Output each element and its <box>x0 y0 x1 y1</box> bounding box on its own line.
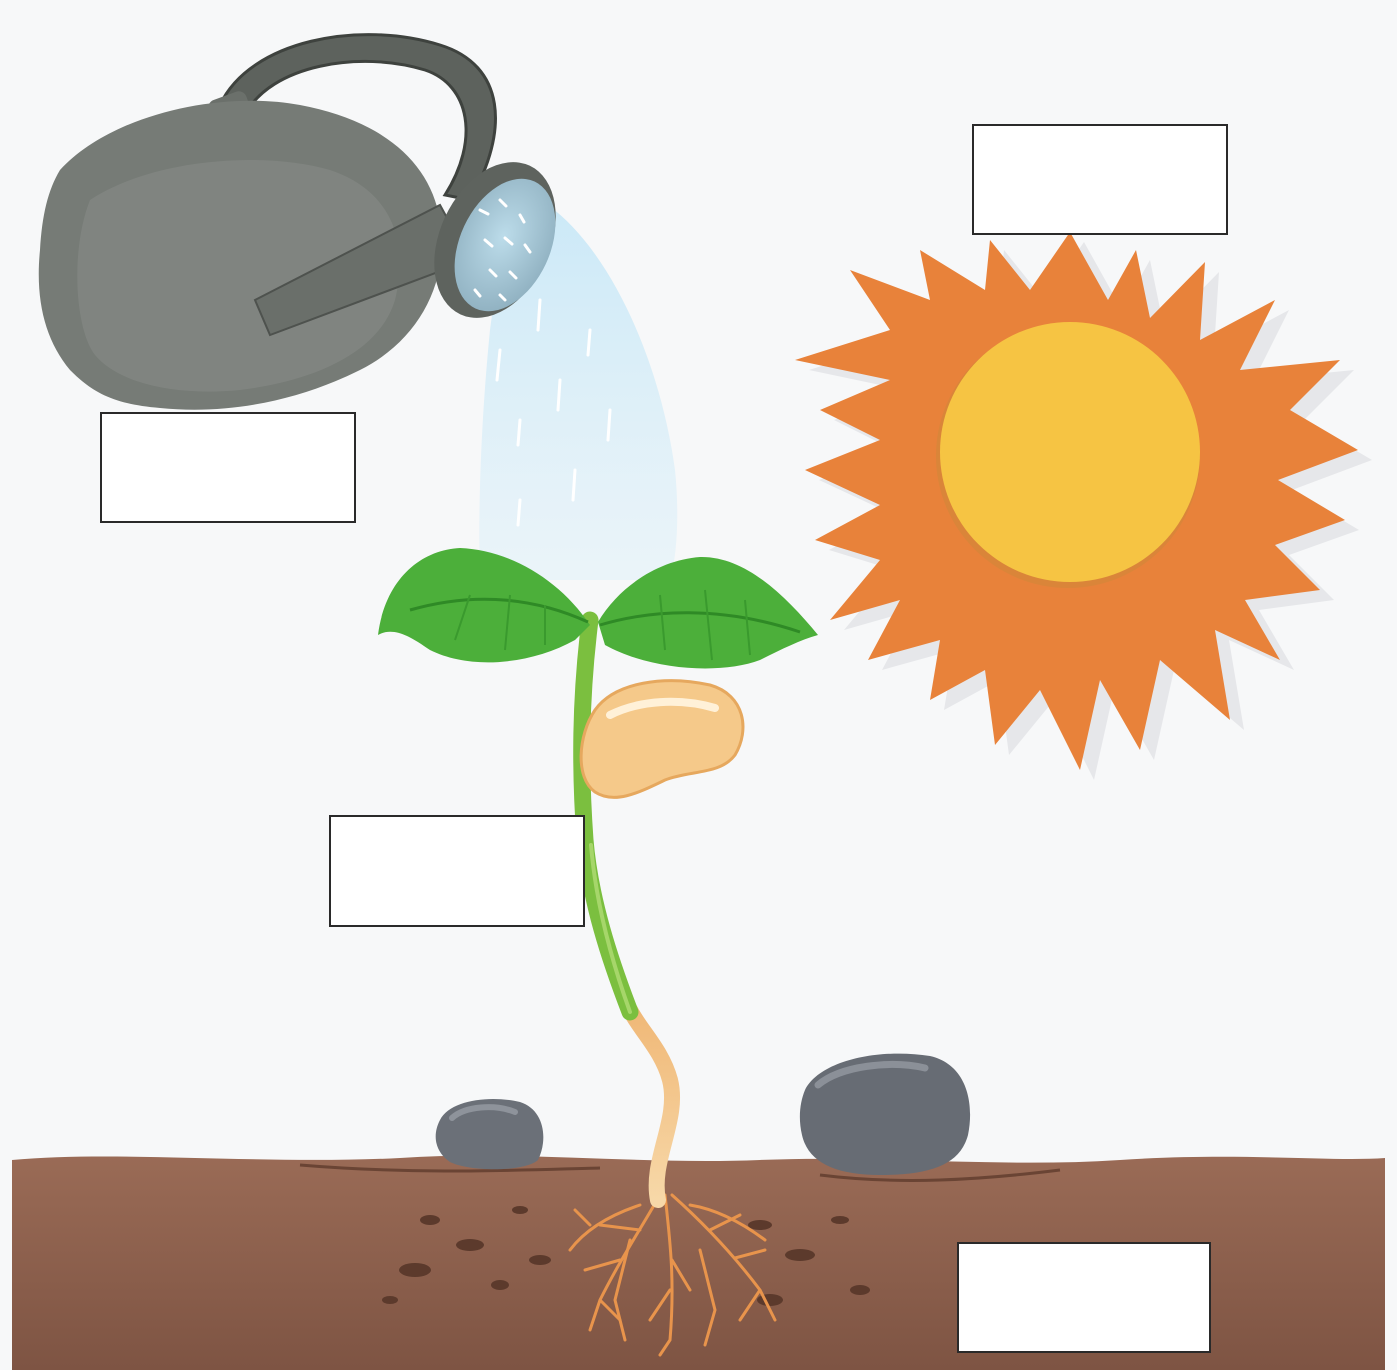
soil-label-box[interactable] <box>957 1242 1211 1353</box>
sun-icon <box>795 232 1372 780</box>
seed-icon <box>581 681 743 798</box>
watering-can-label-box[interactable] <box>100 412 356 523</box>
sun-label-box[interactable] <box>972 124 1228 235</box>
seedling-label-box[interactable] <box>329 815 585 927</box>
rock-icon <box>436 1099 544 1169</box>
rock-icon <box>800 1054 970 1175</box>
